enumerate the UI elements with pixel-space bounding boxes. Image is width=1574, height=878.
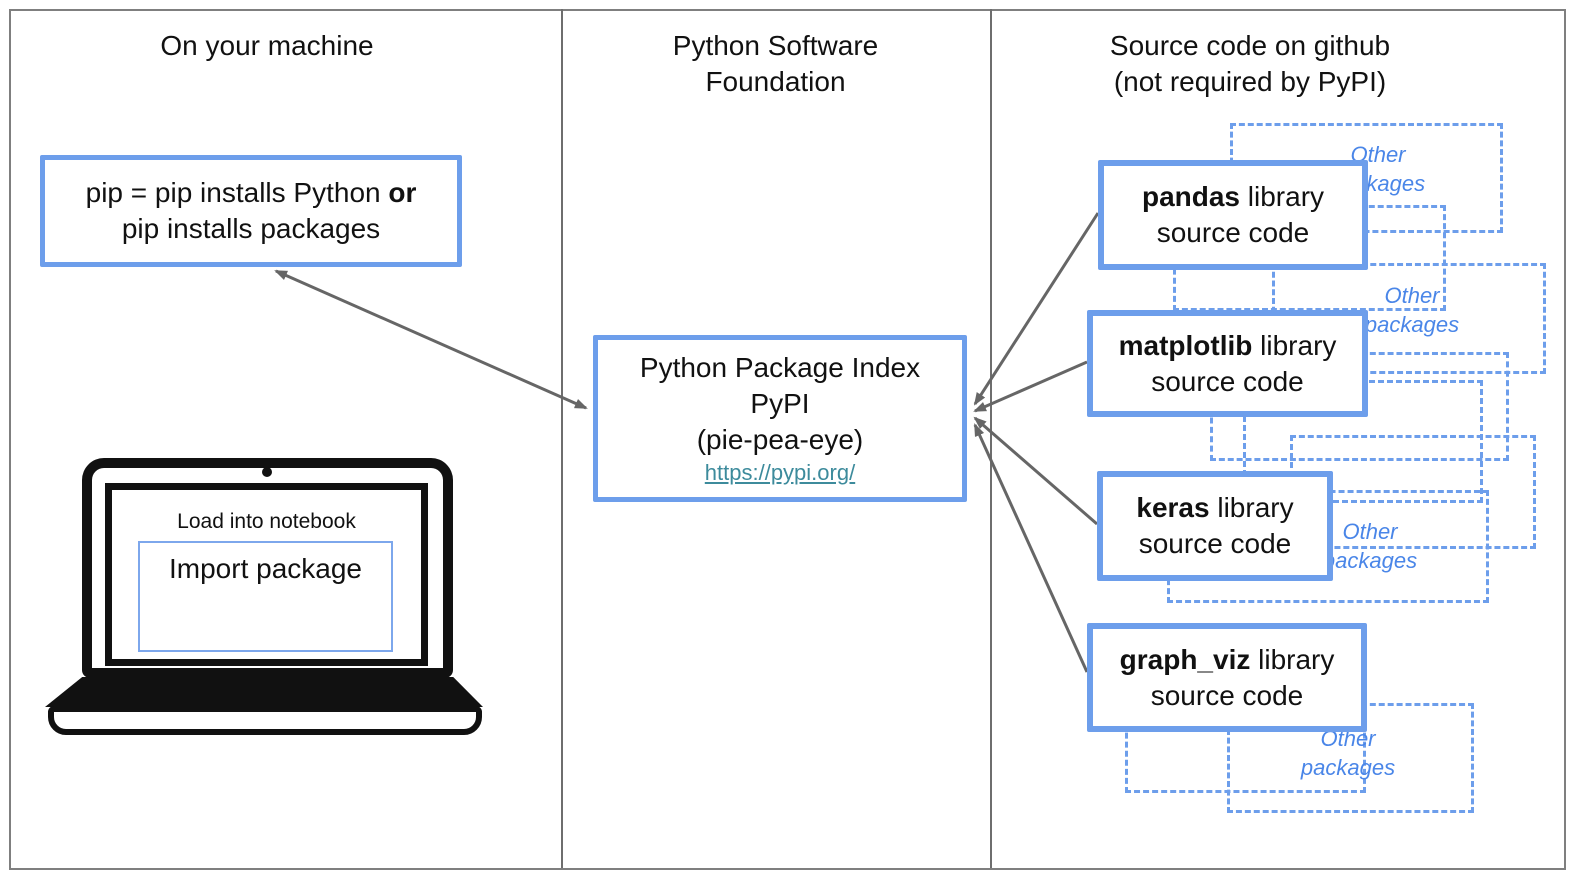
keras-box-rest: library bbox=[1209, 492, 1294, 523]
keras-box-line2: source code bbox=[1138, 528, 1292, 559]
graphviz-box: graph_viz library source code bbox=[1087, 623, 1367, 732]
column-title-github: Source code on github (not required by P… bbox=[990, 28, 1510, 100]
keras-box-name: keras bbox=[1136, 492, 1210, 523]
keras-box-line1: keras library bbox=[1136, 490, 1293, 526]
pandas-box-line2: source code bbox=[1156, 217, 1310, 248]
pip-definition-line1-bold: or bbox=[388, 177, 417, 208]
graphviz-box-line1: graph_viz library bbox=[1120, 642, 1335, 678]
column-title-github-line2: (not required by PyPI) bbox=[1113, 66, 1387, 97]
pandas-box: pandas library source code bbox=[1098, 160, 1368, 270]
graphviz-box-name: graph_viz bbox=[1119, 643, 1251, 675]
other-packages-label-line2: packages bbox=[1322, 548, 1418, 573]
graphviz-box-line2: source code bbox=[1150, 679, 1304, 711]
other-packages-label-line1: Other bbox=[1342, 519, 1398, 544]
keras-box: keras library source code bbox=[1097, 471, 1333, 581]
other-packages-label: Other packages bbox=[1300, 517, 1440, 575]
column-title-psf: Python Software Foundation bbox=[561, 28, 990, 100]
pypi-box-line2: PyPI bbox=[750, 387, 810, 419]
column-title-psf-line2: Foundation bbox=[705, 66, 846, 97]
pypi-box-line1: Python Package Index bbox=[639, 351, 921, 383]
pypi-link[interactable]: https://pypi.org/ bbox=[704, 459, 856, 485]
column-title-github-line1: Source code on github bbox=[1109, 30, 1391, 61]
arrow-keras-to-pypi bbox=[973, 416, 1098, 526]
laptop-keyboard-deck bbox=[45, 677, 483, 707]
laptop-webcam-dot bbox=[262, 467, 272, 477]
other-packages-label: Other packages bbox=[1342, 281, 1482, 339]
arrow-matplotlib-to-pypi bbox=[973, 360, 1088, 413]
pandas-box-name: pandas bbox=[1141, 181, 1240, 212]
matplotlib-box-line2: source code bbox=[1151, 365, 1304, 397]
column-title-machine: On your machine bbox=[160, 30, 374, 61]
matplotlib-box-line1: matplotlib library bbox=[1119, 328, 1337, 364]
matplotlib-box-name: matplotlib bbox=[1118, 329, 1253, 361]
pandas-box-line1: pandas library bbox=[1142, 179, 1324, 215]
other-packages-label-line2: packages bbox=[1300, 755, 1396, 780]
graphviz-box-rest: library bbox=[1250, 643, 1335, 675]
other-packages-label-line2: packages bbox=[1364, 312, 1460, 337]
pip-definition-line1-text: pip = pip installs Python bbox=[85, 177, 389, 208]
column-divider-1 bbox=[561, 9, 563, 868]
pip-definition-line1: pip = pip installs Python or bbox=[86, 175, 417, 211]
other-packages-label-line1: Other bbox=[1384, 283, 1440, 308]
arrow-pypi-to-pip bbox=[274, 269, 588, 410]
pypi-box: Python Package Index PyPI (pie-pea-eye) … bbox=[593, 335, 967, 502]
arrow-graphviz-to-pypi bbox=[973, 423, 1089, 673]
pip-definition-box: pip = pip installs Python or pip install… bbox=[40, 155, 462, 267]
laptop-screen-caption: Load into notebook bbox=[177, 510, 356, 533]
pypi-box-line3: (pie-pea-eye) bbox=[696, 423, 864, 455]
column-divider-2 bbox=[990, 9, 992, 868]
laptop-base bbox=[48, 706, 482, 735]
import-package-box: Import package bbox=[138, 541, 393, 652]
arrow-pandas-to-pypi bbox=[973, 212, 1100, 406]
diagram-frame bbox=[9, 9, 1566, 870]
matplotlib-box: matplotlib library source code bbox=[1087, 310, 1368, 417]
pip-definition-line2: pip installs packages bbox=[121, 213, 381, 244]
pandas-box-rest: library bbox=[1240, 181, 1325, 212]
column-title-psf-line1: Python Software bbox=[672, 30, 879, 61]
matplotlib-box-rest: library bbox=[1252, 329, 1337, 361]
